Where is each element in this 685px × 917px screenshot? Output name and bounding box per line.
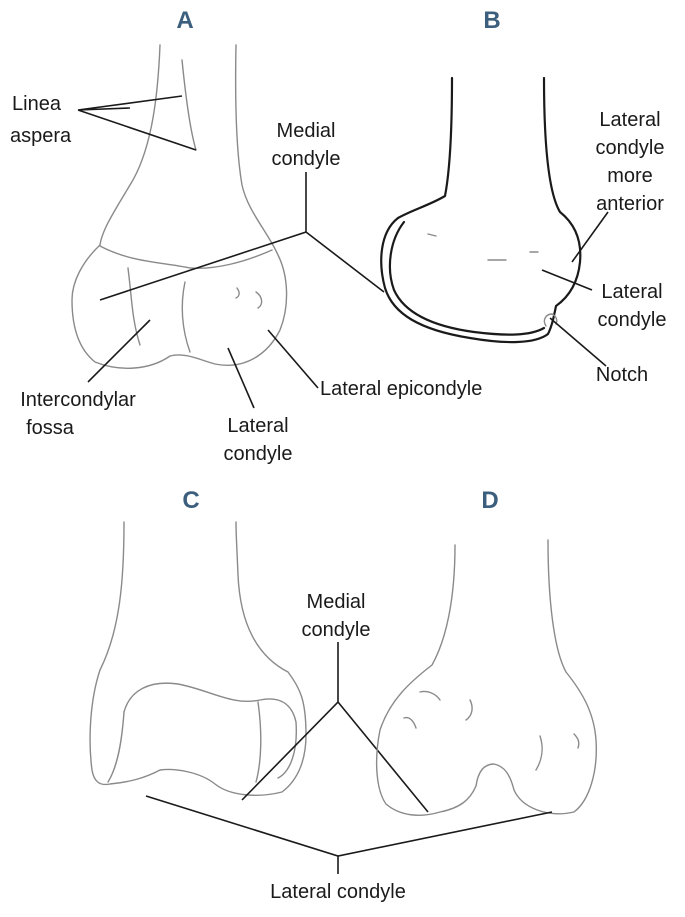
label-lateral-b1: Lateral (599, 109, 660, 131)
panel-c-patellar-surface (123, 682, 298, 779)
panel-a-articular-surface (99, 245, 273, 270)
leader-lateral-more-anterior (571, 211, 609, 263)
panel-b-surface-marks (427, 233, 539, 261)
label-lateral-epicondyle: Lateral epicondyle (320, 378, 482, 400)
leader-notch (549, 317, 607, 367)
leader-lateral-condyle-a (227, 347, 255, 409)
panel-a-epicondyle-mark (235, 287, 263, 309)
leader-lateral-condyle-b (541, 269, 593, 291)
label-intercondylar: Intercondylar (20, 389, 136, 411)
label-anterior: anterior (596, 193, 664, 215)
panel-a: A Linea aspera Medial condyle Intercondy… (10, 7, 482, 465)
label-lateral-a: Lateral (227, 415, 288, 437)
panel-c-condyle-detail (107, 701, 262, 783)
panel-a-groove (127, 267, 191, 353)
leader-lateral-condyle-shared (145, 795, 553, 857)
panel-b-femur-outline (380, 76, 582, 344)
label-linea: Linea (12, 93, 62, 115)
leader-lateral-epicondyle (267, 329, 319, 389)
panel-c-letter: C (182, 487, 199, 514)
label-condyle-b2: condyle (598, 309, 667, 331)
label-fossa: fossa (26, 417, 75, 439)
label-notch: Notch (596, 364, 648, 386)
panel-b-notch (543, 313, 558, 327)
panel-b: B Lateral condyle more anterior Lateral … (380, 7, 667, 386)
label-medial-a: Medial (277, 120, 336, 142)
label-condyle-a-medial: condyle (272, 148, 341, 170)
label-aspera: aspera (10, 125, 72, 147)
panel-c-femur-outline (89, 521, 307, 796)
panel-a-femur-outline (71, 44, 288, 369)
panel-a-letter: A (176, 7, 193, 34)
leader-medial-condyle (99, 172, 385, 301)
label-medial-c: Medial (307, 591, 366, 613)
label-lateral-condyle-d: Lateral condyle (270, 881, 406, 903)
panel-c: C Medial condyle (89, 487, 429, 813)
panel-d-letter: D (481, 487, 498, 514)
label-condyle-c: condyle (302, 619, 371, 641)
label-more: more (607, 165, 653, 187)
leader-medial-condyle-c-d (241, 642, 429, 813)
panel-d-femur-outline (375, 539, 598, 816)
panel-d: D Lateral condyle (145, 487, 598, 903)
label-condyle-a-lateral: condyle (224, 443, 293, 465)
label-lateral-b2: Lateral (601, 281, 662, 303)
label-condyle-b1: condyle (596, 137, 665, 159)
leader-linea-aspera (77, 95, 197, 151)
panel-b-condyle-inner (388, 220, 546, 336)
panel-b-letter: B (483, 7, 500, 34)
panel-a-linea-aspera (181, 59, 197, 151)
panel-d-condyle-marks (403, 690, 580, 771)
leader-intercondylar-fossa (87, 319, 151, 383)
